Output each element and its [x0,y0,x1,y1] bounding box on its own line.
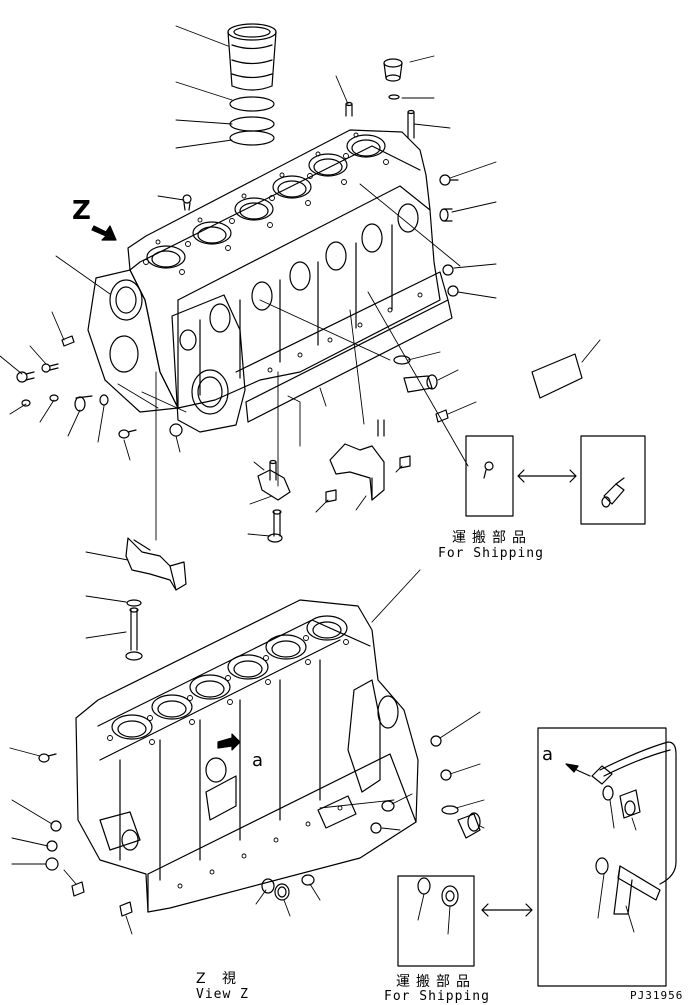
cylinder-liner [228,24,276,90]
fitting-right-2 [440,209,452,221]
leader-lines [0,26,636,934]
lower-right-plugs [262,736,480,900]
double-arrow-upper [518,470,576,482]
plug-pin [436,410,448,422]
bolt-small [183,195,191,210]
pin-small [346,103,352,117]
shipping-box-lower [398,876,474,966]
shipping-parts-lower [418,878,458,906]
fitting-right-4 [448,286,458,296]
bracket-part [258,461,290,501]
double-arrow-lower [482,904,532,916]
view-z-label-en: View Z [196,987,249,1002]
main-cap-bolt [126,608,142,660]
bracket-bolt [268,510,282,542]
cylinder-block-lower [76,600,418,912]
oil-pipe [592,742,676,914]
oil-jet-washer [394,356,410,364]
view-z-marker: Z [72,196,91,226]
fitting-right-3 [443,265,453,275]
left-bolts [17,336,182,438]
oil-jet-bolt [404,375,437,392]
lower-shipping-label-jp: 運搬部品 [396,974,476,990]
liner-o-rings [230,97,274,145]
lower-left-plugs [39,754,132,916]
shipping-plug-upper [484,462,493,478]
upper-shipping-label-jp: 運搬部品 [452,530,532,546]
main-bearing-cap [126,538,186,590]
upper-shipping-label-en: For Shipping [438,546,544,561]
detail-box-a [538,728,666,986]
shipping-box-upper [466,436,513,516]
detail-a-marker: a [542,744,554,765]
alt-box-upper [581,436,645,524]
view-z-label-jp: Z 視 [196,971,243,987]
detail-a-marker-arrow [566,764,590,776]
lower-shipping-label-en: For Shipping [384,989,490,1004]
detail-a-label-block: a [252,750,264,771]
name-plate [532,354,582,398]
cap-pin [326,490,336,502]
main-bearing-cap-upper [330,444,384,500]
sensor-fitting [602,478,624,507]
main-cap-dowel [378,420,384,436]
cap-washer [127,600,141,606]
washer-small [389,95,399,99]
view-z-arrow [92,226,116,240]
detail-a-arrow [218,734,240,750]
fitting-right-1 [440,175,458,185]
pipe-gasket [596,858,608,874]
cylinder-block-upper [88,130,452,432]
plug-cap [384,59,402,81]
pipe-washer [603,786,613,800]
dowel-pin [408,111,414,139]
drawing-number: PJ31956 [630,989,684,1002]
cap-bolt-small [400,456,410,468]
pipe-bolt [620,790,640,818]
